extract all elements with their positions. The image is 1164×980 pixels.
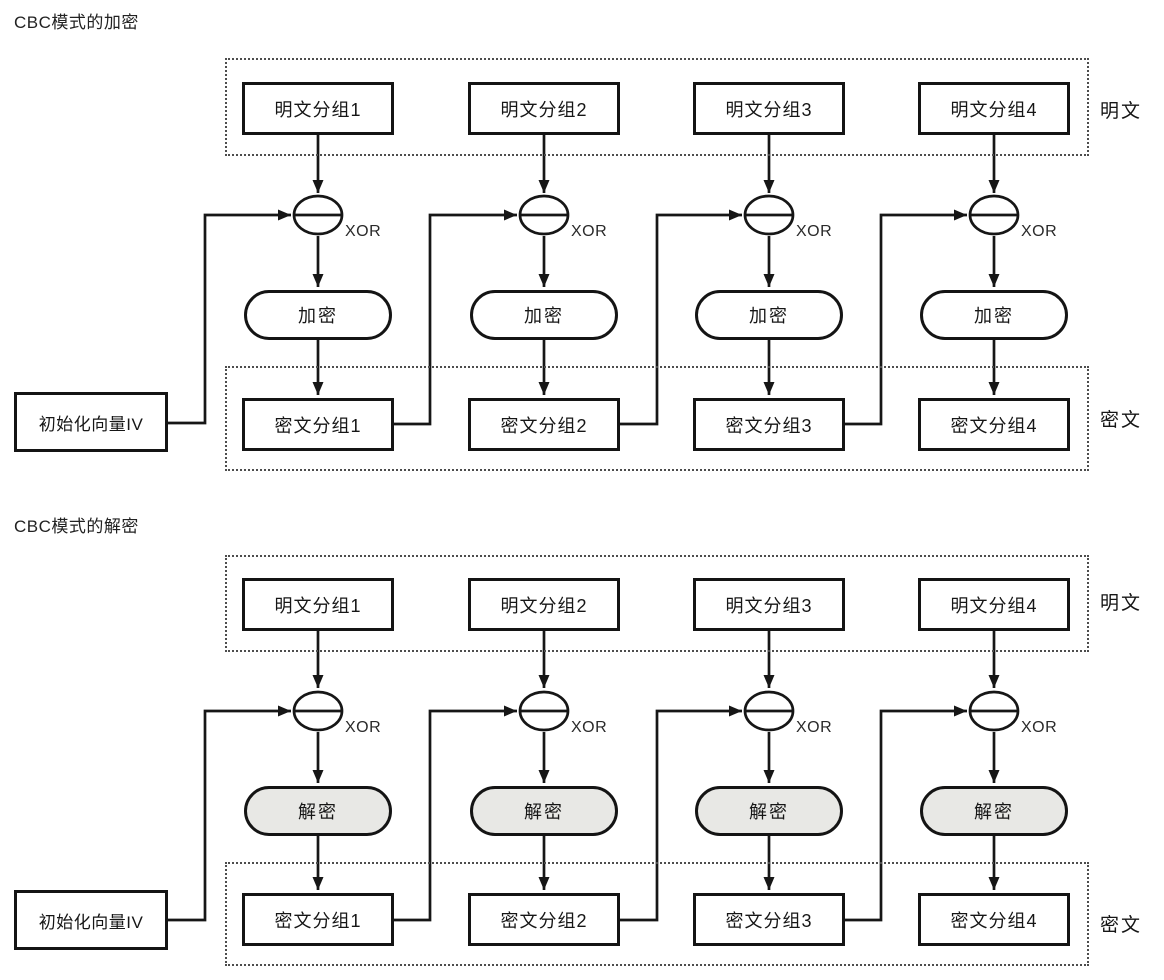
iv-box: 初始化向量IV	[14, 392, 168, 452]
plaintext-block-2: 明文分组2	[468, 578, 620, 631]
encrypt-operation-2: 加密	[470, 290, 618, 340]
ciphertext-group-label: 密文	[1100, 410, 1143, 431]
ciphertext-group-label: 密文	[1100, 915, 1143, 936]
xor-label: XOR	[345, 223, 382, 240]
decrypt-operation-2: 解密	[470, 786, 618, 836]
encrypt-operation-1: 加密	[244, 290, 392, 340]
plaintext-group-label: 明文	[1100, 101, 1143, 122]
iv-box: 初始化向量IV	[14, 890, 168, 950]
ciphertext-block-3: 密文分组3	[693, 893, 845, 946]
xor-label: XOR	[1021, 223, 1058, 240]
ciphertext-block-2: 密文分组2	[468, 398, 620, 451]
xor-label: XOR	[796, 719, 833, 736]
xor-label: XOR	[796, 223, 833, 240]
plaintext-group-box	[225, 58, 1089, 156]
xor-label: XOR	[345, 719, 382, 736]
ciphertext-group-box	[225, 862, 1089, 966]
diagram-title-encryption: CBC模式的加密	[14, 13, 139, 32]
ciphertext-block-4: 密文分组4	[918, 893, 1070, 946]
ciphertext-block-2: 密文分组2	[468, 893, 620, 946]
plaintext-group-box	[225, 555, 1089, 652]
xor-label: XOR	[1021, 719, 1058, 736]
plaintext-block-4: 明文分组4	[918, 82, 1070, 135]
ciphertext-group-box	[225, 366, 1089, 471]
plaintext-block-1: 明文分组1	[242, 82, 394, 135]
ciphertext-block-1: 密文分组1	[242, 398, 394, 451]
plaintext-block-3: 明文分组3	[693, 82, 845, 135]
diagram-title-decryption: CBC模式的解密	[14, 517, 139, 536]
plaintext-block-1: 明文分组1	[242, 578, 394, 631]
decrypt-operation-4: 解密	[920, 786, 1068, 836]
xor-label: XOR	[571, 223, 608, 240]
ciphertext-block-4: 密文分组4	[918, 398, 1070, 451]
decrypt-operation-3: 解密	[695, 786, 843, 836]
plaintext-group-label: 明文	[1100, 593, 1143, 614]
plaintext-block-4: 明文分组4	[918, 578, 1070, 631]
xor-label: XOR	[571, 719, 608, 736]
ciphertext-block-1: 密文分组1	[242, 893, 394, 946]
plaintext-block-2: 明文分组2	[468, 82, 620, 135]
decrypt-operation-1: 解密	[244, 786, 392, 836]
ciphertext-block-3: 密文分组3	[693, 398, 845, 451]
encrypt-operation-4: 加密	[920, 290, 1068, 340]
encrypt-operation-3: 加密	[695, 290, 843, 340]
plaintext-block-3: 明文分组3	[693, 578, 845, 631]
